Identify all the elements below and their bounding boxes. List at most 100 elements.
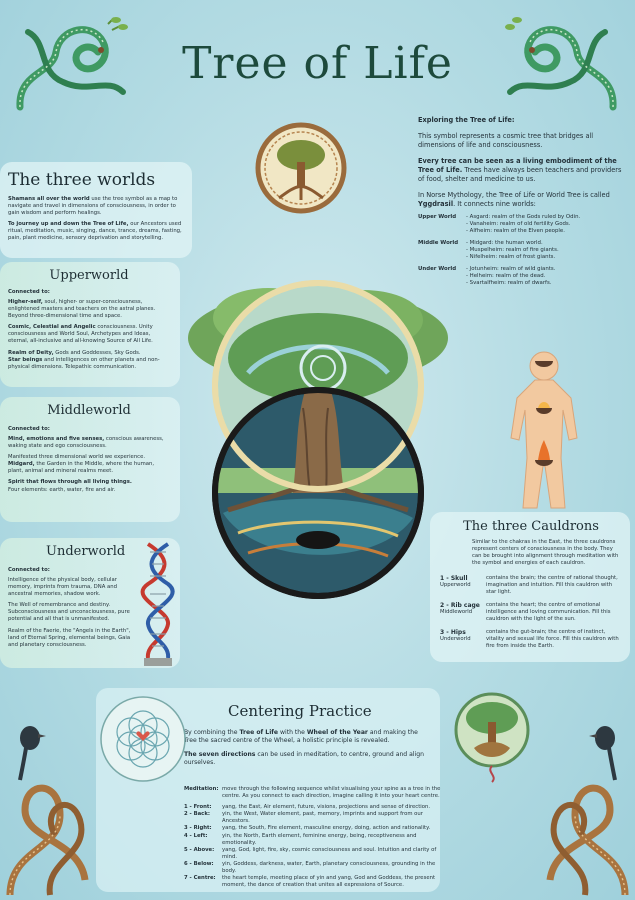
- celtic-knot-bottom-right: [546, 726, 629, 896]
- direction-key: 1 - Front:: [184, 804, 212, 811]
- exploring-p2-bold: Every tree can be seen as a living embod…: [418, 157, 617, 174]
- centering-p1-mid: with the: [278, 729, 307, 736]
- cauldron-text: contains the brain; the centre of ration…: [486, 575, 618, 596]
- exploring-p3-post: . It connects nine worlds:: [453, 200, 536, 208]
- direction-key: 2 - Back:: [184, 811, 210, 818]
- direction-key: 5 - Above:: [184, 846, 215, 853]
- centering-p1-b2: Wheel of the Year: [306, 729, 368, 736]
- underworld-p1: Intelligence of the physical body, cellu…: [8, 577, 117, 598]
- underworld-p3: Realm of the Faerie, the "Angels in the …: [8, 627, 131, 648]
- middleworld-p4-bold: Spirit that flows through all living thi…: [8, 479, 132, 486]
- direction-value: yin, the North, Earth element, feminine …: [222, 832, 417, 846]
- upperworld-p4: and intelligences on other planets and n…: [8, 356, 160, 370]
- cauldron-text: contains the gut-brain; the centre of in…: [486, 629, 619, 650]
- cauldron-text: contains the heart; the centre of emotio…: [486, 602, 611, 623]
- world-line: - Nifelheim: realm of frost giants.: [466, 254, 556, 260]
- upperworld-p3: Gods and Goddesses, Sky Gods.: [53, 349, 141, 356]
- direction-row: 5 - Above: yang, God, light, fire, sky, c…: [184, 847, 446, 861]
- three-worlds-p2-bold: To journey up and down the Tree of Life,: [8, 221, 129, 228]
- world-line: - Vanaheim: realm of old fertility Gods.: [466, 221, 571, 227]
- middleworld-heading: Middleworld: [47, 403, 131, 418]
- cauldrons-heading: The three Cauldrons: [463, 519, 599, 534]
- three-worlds-p1: use the tree symbol as a map to navigate…: [8, 196, 178, 217]
- world-line: - Jotunheim: realm of wild giants.: [466, 266, 556, 272]
- exploring-heading: Exploring the Tree of Life:: [418, 116, 515, 124]
- direction-value: yin, Goddess, darkness, water, Earth, pl…: [222, 860, 436, 875]
- three-worlds-panel: The three worlds Shamans all over the wo…: [0, 162, 192, 258]
- centering-p2: can be used in meditation, to centre, gr…: [184, 751, 424, 766]
- world-line: - Midgard: the human world.: [466, 240, 543, 246]
- cauldrons-panel: The three Cauldrons Similar to the chakr…: [430, 512, 630, 662]
- direction-value: yang, God, light, fire, sky, cosmic cons…: [222, 846, 437, 860]
- middleworld-p3: the Garden in the Middle, where the huma…: [8, 461, 155, 475]
- underworld-connected: Connected to:: [8, 567, 50, 573]
- centering-p1-pre: By combining the: [184, 729, 240, 736]
- meditation-section: Meditation: move through the following s…: [184, 786, 446, 889]
- upperworld-p1: soul, higher- or super-consciousness, en…: [8, 299, 156, 320]
- direction-row: 1 - Front: yang, the East, Air element, f…: [184, 804, 446, 811]
- world-name: Middle World: [418, 240, 459, 246]
- underworld-p2: The Well of remembrance and destiny. Sub…: [8, 602, 130, 623]
- world-line: - Muspelheim: realm of fire giants.: [466, 247, 559, 253]
- direction-key: 6 - Below:: [184, 860, 214, 867]
- dna-helix-illustration: [140, 542, 175, 666]
- centering-p1-post: and making the Tree the sacred centre of…: [184, 729, 418, 744]
- world-line: - Alfheim: realm of the Elven people.: [466, 228, 565, 234]
- upperworld-p1-bold: Higher-self,: [8, 299, 43, 305]
- middleworld-p3-bold: Midgard,: [8, 461, 35, 468]
- upperworld-heading: Upperworld: [49, 268, 129, 283]
- nine-worlds-list: Upper World - Asgard: realm of the Gods …: [418, 214, 628, 287]
- direction-value: yin, the West, Water element, past, memo…: [222, 811, 423, 825]
- world-row: Upper World - Asgard: realm of the Gods …: [418, 214, 628, 235]
- middleworld-p1-bold: Mind, emotions and five senses,: [8, 436, 105, 442]
- upperworld-p3-bold: Realm of Deity,: [8, 349, 54, 356]
- body-cauldrons-figure: [510, 351, 578, 509]
- middleworld-p4: Four elements: earth, water, fire and ai…: [8, 486, 116, 493]
- direction-row: 7 - Centre: the heart temple, meeting pla…: [184, 875, 446, 889]
- upperworld-p4-bold: Star beings: [8, 356, 43, 363]
- cauldron-num: 2 - Rib cage: [440, 602, 480, 610]
- direction-key: 4 - Left:: [184, 832, 208, 839]
- exploring-p1: This symbol represents a cosmic tree tha…: [418, 132, 594, 149]
- world-line: - Helheim: realm of the dead.: [466, 273, 546, 279]
- centering-p1-b1: Tree of Life: [239, 729, 279, 736]
- exploring-p2: Trees have always been teachers and prov…: [418, 166, 622, 183]
- meditation-label: Meditation:: [184, 786, 219, 792]
- tree-of-life-medallion: [255, 122, 347, 214]
- direction-value: yang, the East, Air element, future, vis…: [222, 804, 431, 811]
- serpent-knot-top-left: [16, 17, 128, 111]
- direction-row: 6 - Below: yin, Goddess, darkness, water,…: [184, 861, 446, 875]
- upperworld-p2: consciousness. Unity consciousness and W…: [8, 324, 153, 345]
- meditation-text: move through the following sequence whil…: [222, 786, 441, 800]
- direction-row: 3 - Right:yang, the South, Fire element,…: [184, 825, 446, 832]
- direction-key: 7 - Centre:: [184, 875, 216, 882]
- direction-row: 2 - Back: yin, the West, Water element, p…: [184, 811, 446, 825]
- serpent-knot-top-right: [505, 17, 617, 111]
- middleworld-p2: Manifested three dimensional world we ex…: [8, 454, 146, 461]
- centering-heading: Centering Practice: [228, 702, 372, 720]
- direction-row: 4 - Left: yin, the North, Earth element, …: [184, 833, 446, 847]
- middleworld-connected: Connected to:: [8, 426, 50, 432]
- tree-of-life-main-illustration: [188, 280, 448, 599]
- page-title: Tree of Life: [182, 38, 453, 89]
- world-row: Under World - Jotunheim: realm of wild g…: [418, 266, 628, 287]
- cauldrons-intro: Similar to the chakras in the East, the …: [472, 539, 619, 567]
- centering-p2-bold: The seven directions: [184, 751, 256, 758]
- direction-value: the heart temple, meeting place of yin a…: [222, 875, 436, 889]
- exploring-section: Exploring the Tree of Life: This symbol …: [418, 116, 628, 287]
- exploring-p3-bold: Yggdrasil: [418, 200, 454, 208]
- cauldron-world: Underworld: [440, 636, 471, 643]
- world-name: Under World: [418, 266, 457, 272]
- world-name: Upper World: [418, 214, 457, 220]
- flower-of-life-mandala: [100, 696, 186, 782]
- cauldron-num: 3 - Hips: [440, 629, 466, 637]
- upperworld-panel: Upperworld Connected to: Higher-self, so…: [0, 262, 180, 387]
- direction-value: yang, the South, Fire element, masculine…: [222, 825, 431, 832]
- world-line: - Asgard: realm of the Gods ruled by Odi…: [466, 214, 581, 220]
- cauldron-world: Middleworld: [440, 609, 473, 616]
- exploring-p3-pre: In Norse Mythology, the Tree of Life or …: [418, 191, 610, 199]
- cauldron-num: 1 - Skull: [440, 575, 468, 583]
